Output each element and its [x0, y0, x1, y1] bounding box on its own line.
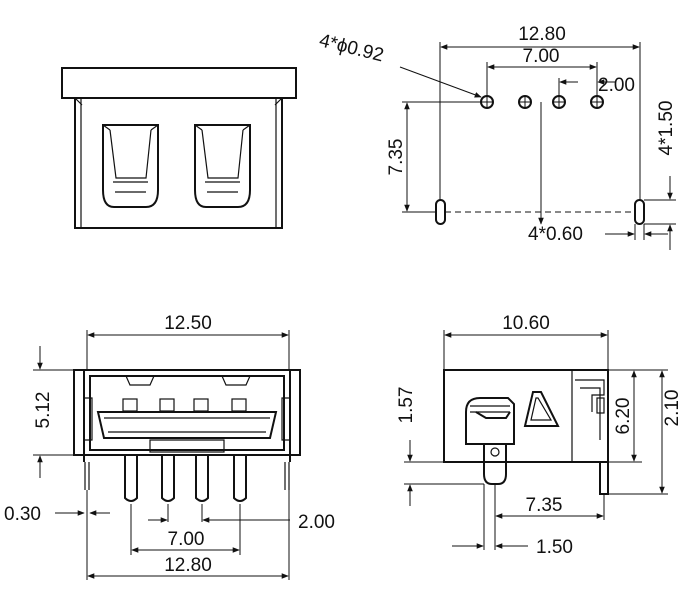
dim-side-body-height: 6.20 [613, 398, 634, 435]
dim-footprint-width: 12.80 [518, 24, 566, 45]
dim-hole-spec: 4*ϕ0.92 [317, 30, 386, 66]
dim-footprint-pin-pitch: 2.00 [598, 75, 635, 96]
dim-peg-to-pin: 7.35 [526, 495, 563, 516]
dim-footprint-vertical: 7.35 [386, 139, 407, 176]
left-latch-window [102, 124, 159, 208]
pcb-footprint: 12.80 7.00 2.00 4*ϕ0.92 7.35 4*0.60 4*1.… [317, 24, 677, 250]
dim-side-total-height: 2.10 [662, 390, 683, 427]
dim-slot-width: 4*0.60 [528, 224, 583, 245]
mounting-slot [634, 199, 645, 225]
dim-rear-pin-pitch: 2.00 [298, 512, 335, 533]
dim-peg-offset: 1.50 [536, 537, 573, 558]
dim-side-length: 10.60 [502, 313, 550, 334]
front-view [61, 67, 297, 229]
dim-rear-inner-pitch: 7.00 [168, 529, 205, 550]
mounting-slot [435, 199, 446, 225]
dim-slot-length: 4*1.50 [656, 101, 677, 156]
dim-footprint-inner-pitch: 7.00 [523, 46, 560, 67]
dim-pin-thickness: 0.30 [4, 504, 41, 525]
right-latch-window [194, 124, 251, 208]
dim-side-offset: 1.57 [396, 387, 417, 424]
dim-rear-height: 5.12 [33, 392, 54, 429]
rear-view: 12.50 5.12 0.30 2.00 7.00 12.80 [4, 313, 335, 580]
dim-rear-width: 12.50 [164, 313, 212, 334]
dim-rear-total-width: 12.80 [164, 555, 212, 576]
side-view: 10.60 1.57 6.20 2.10 7.35 1.50 [396, 313, 683, 558]
